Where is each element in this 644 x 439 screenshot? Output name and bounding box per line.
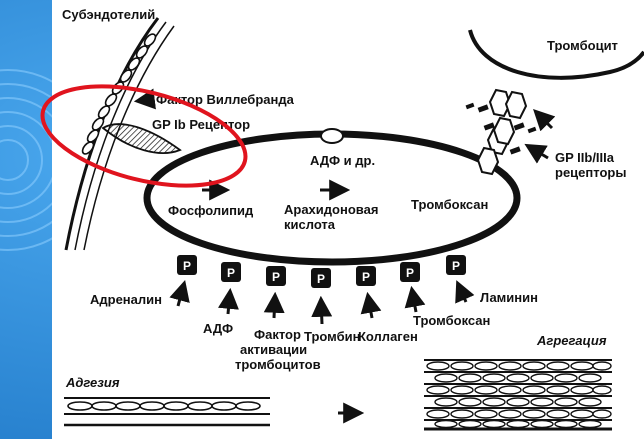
- label-collagen: Коллаген: [358, 329, 418, 344]
- svg-text:P: P: [227, 266, 235, 280]
- label-subendothelium: Субэндотелий: [62, 7, 155, 22]
- arrow-to-gp-iib-lower: [528, 146, 548, 158]
- label-phospholipid: Фосфолипид: [168, 203, 254, 218]
- svg-text:P: P: [272, 270, 280, 284]
- label-thrombocyte: Тромбоцит: [547, 38, 618, 53]
- label-gp-iib-2: рецепторы: [555, 165, 626, 180]
- adhesion-layer: [64, 398, 270, 425]
- svg-text:P: P: [452, 259, 460, 273]
- label-arachidonic-2: кислота: [284, 217, 336, 232]
- receptor-4: P: [311, 268, 331, 288]
- label-thrombin: Тромбин: [304, 329, 360, 344]
- label-adhesion: Адгезия: [65, 375, 120, 390]
- label-arachidonic-1: Арахидоновая: [284, 202, 378, 217]
- receptor-5: P: [356, 266, 376, 286]
- svg-text:P: P: [183, 259, 191, 273]
- label-thromboxane-bottom: Тромбоксан: [413, 313, 490, 328]
- label-paf-1: Фактор: [254, 327, 301, 342]
- receptor-3: P: [266, 266, 286, 286]
- receptor-7: P: [446, 255, 466, 275]
- svg-text:P: P: [362, 270, 370, 284]
- label-gp-iib-1: GP IIb/IIIa: [555, 150, 615, 165]
- arrow-to-gp-iib-upper: [536, 112, 552, 128]
- label-thromboxane-inside: Тромбоксан: [411, 197, 488, 212]
- label-gp-ib: GP Ib Рецептор: [152, 117, 250, 132]
- label-adp: АДФ: [203, 321, 233, 336]
- receptor-2: P: [221, 262, 241, 282]
- label-adrenaline: Адреналин: [90, 292, 162, 307]
- svg-text:P: P: [406, 266, 414, 280]
- label-paf-3: тромбоцитов: [235, 357, 321, 372]
- gp-iib-iiia-receptors: [478, 90, 526, 174]
- label-aggregation: Агрегация: [536, 333, 607, 348]
- adp-granule: [321, 129, 343, 143]
- receptor-1: P: [177, 255, 197, 275]
- svg-text:P: P: [317, 272, 325, 286]
- aggregation-stack: [424, 360, 612, 429]
- label-adp-etc: АДФ и др.: [310, 153, 375, 168]
- receptor-6: P: [400, 262, 420, 282]
- label-paf-2: активации: [240, 342, 307, 357]
- label-laminin: Ламинин: [480, 290, 538, 305]
- arrow-von-willebrand: [138, 99, 154, 101]
